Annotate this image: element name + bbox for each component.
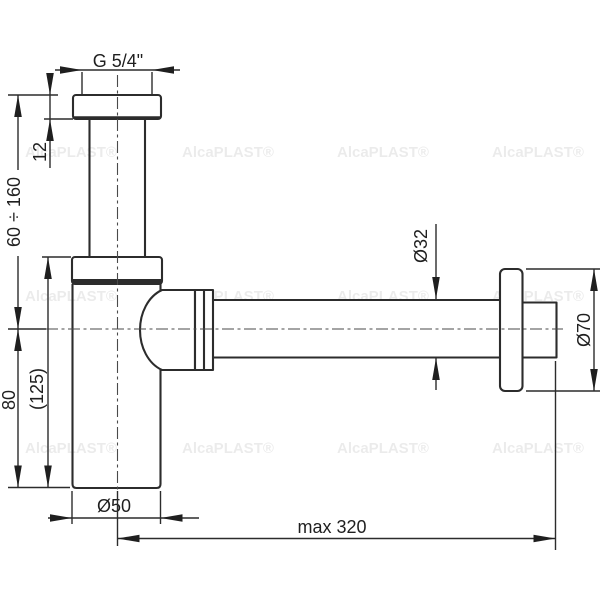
watermark-text: AlcaPLAST® [337,288,429,305]
arrowhead [152,66,174,74]
watermark-text: AlcaPLAST® [25,440,117,457]
arrowhead [117,534,140,543]
dim-body-depth-80: 80 [0,329,22,488]
dim-label-nut-height: 12 [30,142,50,162]
watermark-text: AlcaPLAST® [492,144,584,161]
watermark-text: AlcaPLAST® [182,144,274,161]
dim-label-pipe-diameter: Ø32 [411,229,431,263]
dim-label-cup-diameter: Ø50 [97,496,131,516]
arrowhead [14,95,22,117]
dim-rosette-diameter-70: Ø70 [526,268,600,392]
arrowhead [44,465,52,488]
dim-label-max-reach: max 320 [297,517,366,537]
dim-label-body-depth: 80 [0,390,19,410]
arrowhead [590,369,598,391]
arrowhead [160,514,183,522]
dim-thread-g54: G 5/4" [55,51,180,94]
arrowhead [432,277,440,299]
watermark-text: AlcaPLAST® [337,144,429,161]
dim-nut-height-12: 12 [8,73,73,168]
arrowhead [60,66,82,74]
arrowhead [14,465,22,488]
arrowhead [590,269,598,291]
arrowhead [50,514,72,522]
dim-cup-diameter-50: Ø50 [48,491,199,524]
watermark-text: AlcaPLAST® [25,288,117,305]
dim-pipe-diameter-32: Ø32 [411,224,440,390]
arrowhead [533,534,556,543]
wall-rosette [498,267,524,393]
watermark-text: AlcaPLAST® [492,440,584,457]
arrowhead [46,73,54,95]
arrowhead [44,257,52,279]
siphon-cup [71,284,162,490]
dim-height-range: 60 ÷ 160 [4,95,46,330]
arrowhead [432,358,440,380]
dim-label-thread: G 5/4" [93,51,143,71]
arrowhead [46,119,54,141]
arrowhead [14,307,22,329]
elbow-joint [138,288,197,372]
watermark-text: AlcaPLAST® [337,440,429,457]
watermark-text: AlcaPLAST® [25,144,117,161]
arrowhead [14,329,22,351]
watermark-text: AlcaPLAST® [182,440,274,457]
dim-label-overall-depth: (125) [27,368,47,410]
dim-label-height-range: 60 ÷ 160 [4,177,24,247]
pipe-end-stub [522,301,558,359]
dim-label-rosette-diameter: Ø70 [574,313,594,347]
dim-overall-depth-125: (125) [8,256,71,489]
siphon-body [70,93,558,490]
dim-max-reach-320: max 320 [116,361,557,550]
